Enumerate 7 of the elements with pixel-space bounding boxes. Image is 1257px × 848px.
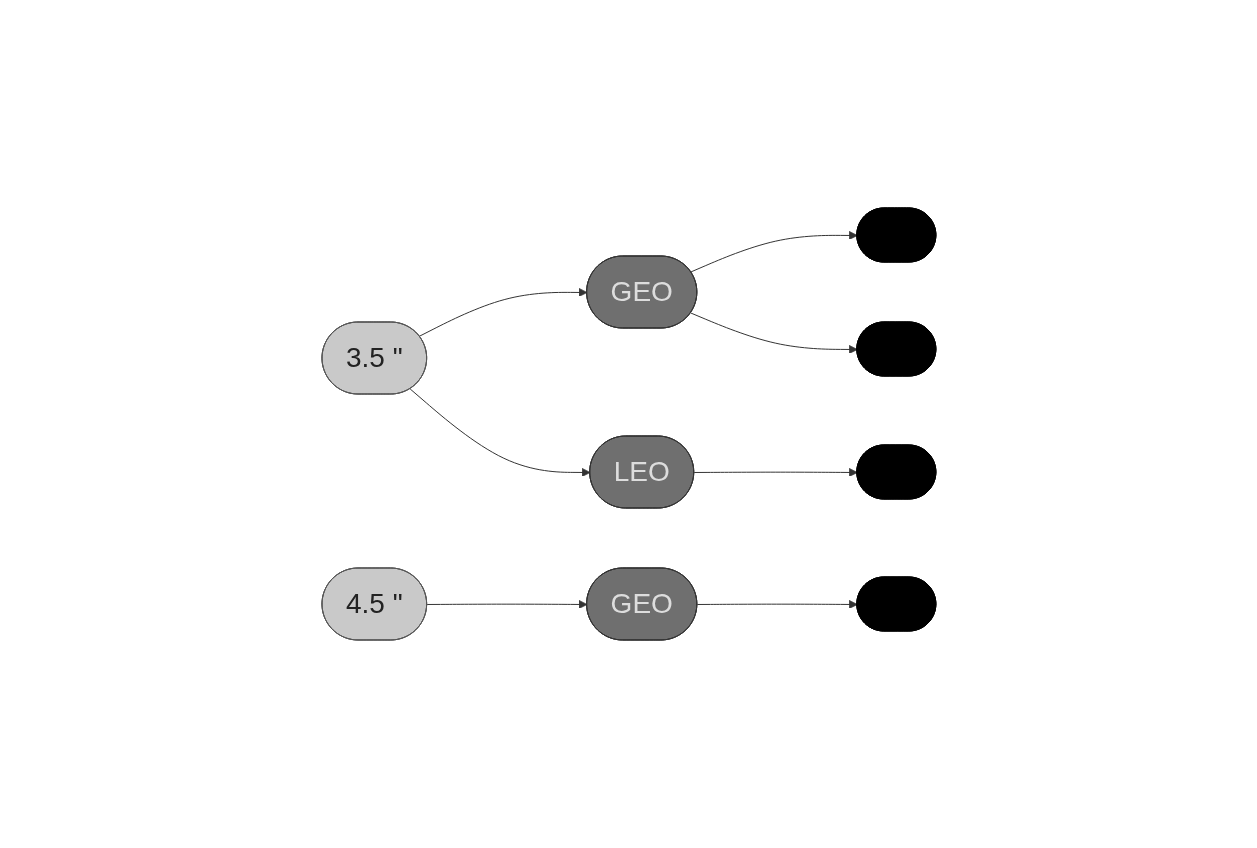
arrow <box>693 468 858 477</box>
arrow <box>696 600 858 609</box>
arrow <box>409 388 591 477</box>
arrow <box>689 312 858 354</box>
arrow <box>689 231 858 273</box>
arrow <box>418 288 588 337</box>
arrow <box>426 600 588 609</box>
